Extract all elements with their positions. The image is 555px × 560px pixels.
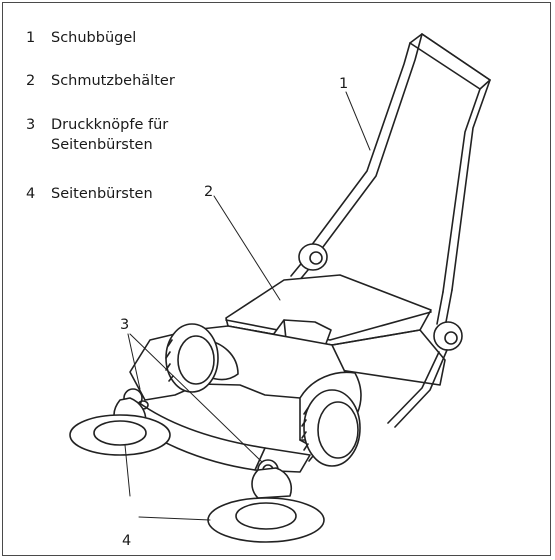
legend-number: 2 bbox=[26, 73, 36, 89]
push-handle bbox=[290, 33, 491, 428]
leader-lines bbox=[124, 91, 371, 521]
callout-label-4: 4 bbox=[122, 533, 132, 549]
callout-label-3: 3 bbox=[120, 317, 130, 333]
callout-label-1: 1 bbox=[339, 76, 349, 92]
legend-number: 3 bbox=[26, 117, 36, 133]
side-brushes bbox=[69, 397, 325, 543]
legend-label: Seitenbürsten bbox=[51, 186, 153, 202]
legend-number: 4 bbox=[26, 186, 36, 202]
legend-number: 1 bbox=[26, 30, 36, 46]
legend-label: Schubbügel bbox=[51, 30, 137, 46]
wheel-left bbox=[165, 323, 219, 393]
callout-label-2: 2 bbox=[204, 184, 214, 200]
legend-label: Druckknöpfe für Seitenbürsten bbox=[51, 117, 169, 153]
legend-item-push-handle: 1 Schubbügel bbox=[26, 28, 246, 48]
wheel-right bbox=[301, 389, 361, 467]
legend-item-side-brushes: 4 Seitenbürsten bbox=[26, 184, 246, 204]
legend-item-brush-buttons: 3 Druckknöpfe für Seitenbürsten bbox=[26, 115, 246, 155]
legend-item-dirt-bin: 2 Schmutzbehälter bbox=[26, 71, 246, 91]
legend-label: Schmutzbehälter bbox=[51, 73, 175, 89]
